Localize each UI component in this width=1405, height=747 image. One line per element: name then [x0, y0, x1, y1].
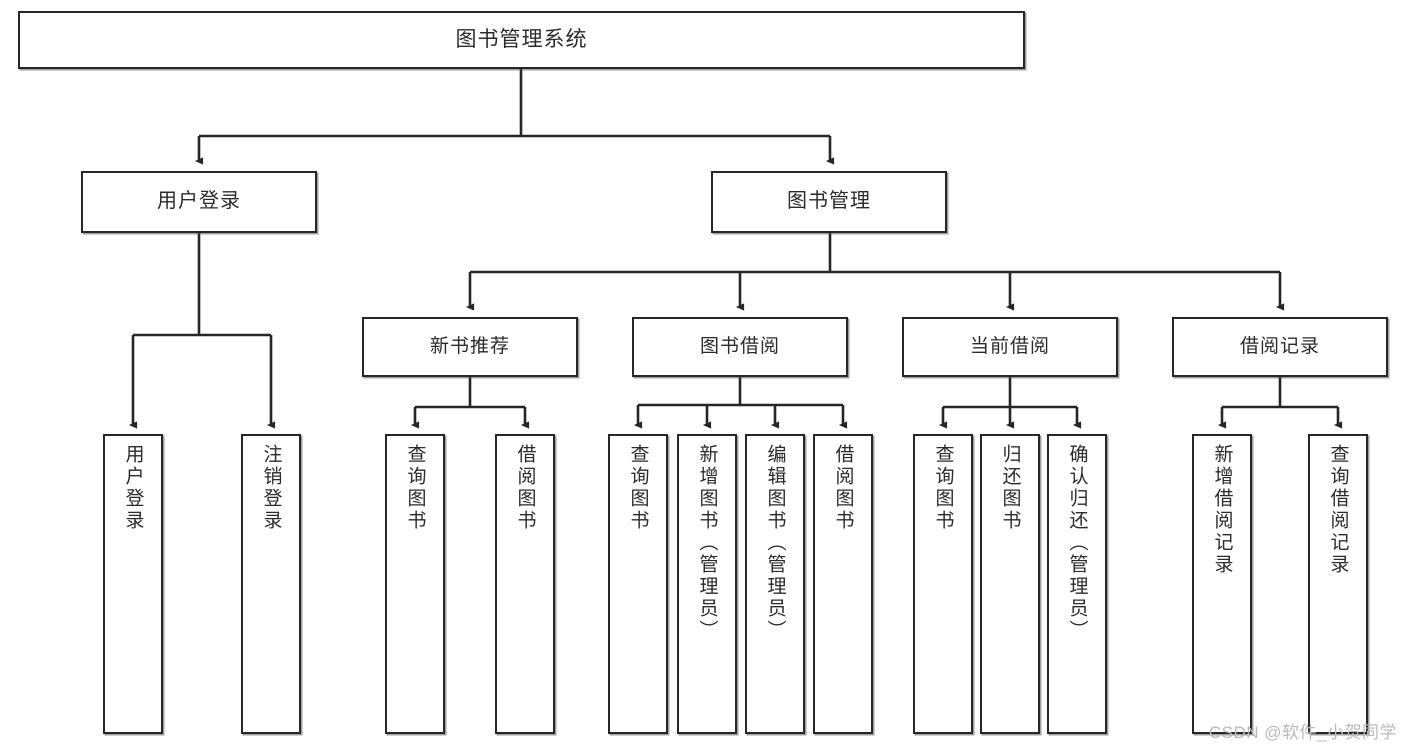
- node-leaf-borrow-query[interactable]: 查询图书: [608, 434, 668, 734]
- node-current-borrow[interactable]: 当前借阅: [902, 317, 1118, 377]
- node-leaf-user-logout[interactable]: 注销登录: [241, 434, 301, 734]
- node-leaf-borrow-add-label: 新增图书（管理员）: [696, 444, 718, 642]
- node-new-book-rec[interactable]: 新书推荐: [362, 317, 578, 377]
- node-leaf-cur-return[interactable]: 归还图书: [980, 434, 1040, 734]
- node-leaf-rec-query2[interactable]: 查询借阅记录: [1308, 434, 1368, 734]
- node-leaf-borrow-edit[interactable]: 编辑图书（管理员）: [745, 434, 805, 734]
- node-leaf-borrow-lend-label: 借阅图书: [832, 444, 854, 532]
- node-root[interactable]: 图书管理系统: [18, 11, 1025, 69]
- node-leaf-cur-query-label: 查询图书: [932, 444, 954, 532]
- node-leaf-user-login-label: 用户登录: [122, 444, 144, 532]
- node-leaf-borrow-lend[interactable]: 借阅图书: [813, 434, 873, 734]
- node-book-manage-label: 图书管理: [787, 190, 871, 213]
- node-leaf-cur-confirm[interactable]: 确认归还（管理员）: [1047, 434, 1107, 734]
- node-leaf-rec-borrow[interactable]: 借阅图书: [495, 434, 555, 734]
- node-borrow-record-label: 借阅记录: [1239, 335, 1320, 357]
- node-leaf-rec-query[interactable]: 查询图书: [385, 434, 445, 734]
- node-leaf-user-logout-label: 注销登录: [260, 444, 282, 532]
- node-leaf-cur-return-label: 归还图书: [999, 444, 1021, 532]
- node-user-login-label: 用户登录: [157, 190, 241, 213]
- node-book-manage[interactable]: 图书管理: [711, 171, 947, 233]
- node-current-borrow-label: 当前借阅: [969, 335, 1050, 357]
- node-leaf-rec-add-label: 新增借阅记录: [1211, 444, 1233, 576]
- node-book-borrow-label: 图书借阅: [699, 335, 780, 357]
- node-leaf-rec-query2-label: 查询借阅记录: [1327, 444, 1349, 576]
- node-root-label: 图书管理系统: [455, 27, 588, 51]
- node-book-borrow[interactable]: 图书借阅: [632, 317, 848, 377]
- csdn-watermark: CSDN @软件_小贺同学: [1208, 723, 1397, 742]
- node-new-book-rec-label: 新书推荐: [429, 335, 510, 357]
- node-borrow-record[interactable]: 借阅记录: [1172, 317, 1388, 377]
- node-leaf-borrow-edit-label: 编辑图书（管理员）: [764, 444, 786, 642]
- node-leaf-rec-borrow-label: 借阅图书: [514, 444, 536, 532]
- node-leaf-user-login[interactable]: 用户登录: [103, 434, 163, 734]
- node-leaf-rec-query-label: 查询图书: [404, 444, 426, 532]
- node-leaf-borrow-query-label: 查询图书: [627, 444, 649, 532]
- node-leaf-rec-add[interactable]: 新增借阅记录: [1192, 434, 1252, 734]
- node-leaf-cur-query[interactable]: 查询图书: [913, 434, 973, 734]
- node-leaf-cur-confirm-label: 确认归还（管理员）: [1066, 444, 1088, 642]
- node-leaf-borrow-add[interactable]: 新增图书（管理员）: [677, 434, 737, 734]
- node-user-login[interactable]: 用户登录: [81, 171, 317, 233]
